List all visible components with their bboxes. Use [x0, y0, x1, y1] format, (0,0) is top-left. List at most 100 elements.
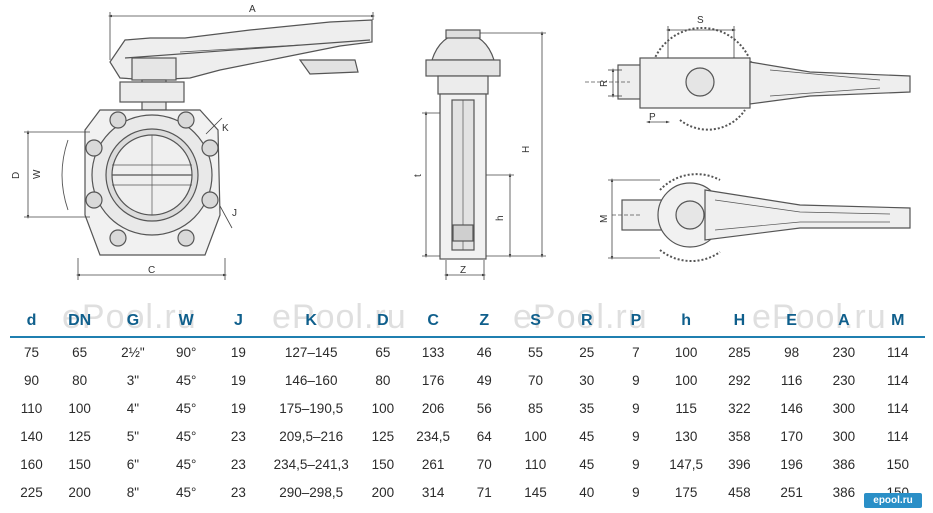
table-cell: 140 — [20, 428, 43, 444]
column-header: h — [659, 305, 713, 338]
table-cell: 100 — [371, 400, 395, 416]
table-cell: 56 — [476, 400, 492, 416]
table-cell: 114 — [886, 372, 909, 388]
table-cell: 7 — [632, 344, 640, 360]
table-cell: 5" — [126, 428, 140, 444]
table-cell: 98 — [784, 344, 800, 360]
column-header: M — [870, 305, 925, 338]
table-cell: 4" — [126, 400, 140, 416]
table-cell: 322 — [728, 400, 751, 416]
column-header: R — [561, 305, 613, 338]
table-cell: 200 — [371, 484, 395, 500]
table-cell: 147,5 — [669, 456, 704, 472]
table-cell: 146–160 — [284, 372, 338, 388]
table-cell: 176 — [421, 372, 445, 388]
table-cell: 23 — [230, 456, 246, 472]
table-cell: 85 — [528, 400, 544, 416]
table-cell: 45 — [579, 428, 595, 444]
table-cell: 8" — [126, 484, 140, 500]
column-header: G — [106, 305, 160, 338]
site-logo: epool.ru — [864, 493, 922, 508]
table-cell: 175–190,5 — [279, 400, 344, 416]
table-cell: 114 — [886, 400, 909, 416]
table-cell: 145 — [524, 484, 547, 500]
table-cell: 386 — [832, 456, 856, 472]
table-cell: 396 — [728, 456, 751, 472]
dim-label-Z: Z — [460, 265, 466, 276]
table-cell: 290–298,5 — [279, 484, 344, 500]
table-cell: 170 — [780, 428, 803, 444]
dim-label-W: W — [32, 169, 43, 179]
column-header: C — [407, 305, 459, 338]
table-cell: 234,5 — [416, 428, 450, 444]
column-header: Z — [458, 305, 510, 338]
table-cell: 125 — [371, 428, 395, 444]
table-cell: 90 — [24, 372, 40, 388]
side-view-dimensions — [422, 31, 546, 280]
table-cell: 35 — [579, 400, 595, 416]
table-cell: 358 — [728, 428, 751, 444]
table-cell: 115 — [675, 400, 697, 416]
column-header: D — [358, 305, 408, 338]
table-cell: 196 — [780, 456, 803, 472]
table-cell: 100 — [674, 344, 698, 360]
table-cell: 225 — [20, 484, 43, 500]
top-view-dimensions — [608, 26, 736, 124]
dim-label-h: h — [495, 215, 506, 221]
column-header: DN — [53, 305, 107, 338]
table-cell: 314 — [421, 484, 445, 500]
table-cell: 130 — [674, 428, 698, 444]
dim-label-R: R — [599, 80, 610, 87]
table-cell: 114 — [886, 344, 909, 360]
table-header-row: d DN G W J K D C Z S R P h H E A M — [10, 305, 925, 338]
table-cell: 285 — [728, 344, 751, 360]
table-cell: 9 — [632, 428, 640, 444]
table-cell: 150 — [68, 456, 91, 472]
valve-drawing-svg: A D W K J C t H h Z — [11, 4, 911, 280]
table-cell: 110 — [524, 456, 547, 472]
table-cell: 30 — [579, 372, 595, 388]
dim-label-S: S — [697, 15, 704, 26]
table-cell: 458 — [728, 484, 751, 500]
table-cell: 110 — [20, 400, 43, 416]
table-cell: 49 — [476, 372, 492, 388]
table-cell: 251 — [780, 484, 803, 500]
table-cell: 40 — [579, 484, 595, 500]
table-cell: 292 — [728, 372, 751, 388]
table-cell: 100 — [68, 400, 91, 416]
table-cell: 45° — [175, 456, 197, 472]
table-cell: 300 — [832, 400, 856, 416]
table-cell: 64 — [476, 428, 492, 444]
table-cell: 300 — [832, 428, 856, 444]
table-cell: 23 — [230, 428, 246, 444]
front-view — [61, 19, 373, 256]
dim-label-H: H — [521, 146, 532, 153]
table-cell: 55 — [528, 344, 544, 360]
table-cell: 45° — [175, 428, 197, 444]
dim-label-P: P — [649, 112, 656, 123]
table-cell: 261 — [421, 456, 445, 472]
dim-label-C: C — [148, 265, 155, 276]
column-header: P — [612, 305, 660, 338]
table-cell: 19 — [230, 372, 246, 388]
table-cell: 234,5–241,3 — [273, 456, 349, 472]
table-cell: 150 — [886, 456, 910, 472]
table-cell: 25 — [579, 344, 595, 360]
column-header: d — [10, 305, 54, 338]
table-cell: 45° — [175, 484, 197, 500]
table-cell: 3" — [126, 372, 140, 388]
table-cell: 19 — [230, 400, 246, 416]
column-header: W — [159, 305, 213, 338]
table-cell: 80 — [375, 372, 391, 388]
table-cell: 116 — [780, 372, 803, 388]
side-view — [425, 29, 501, 260]
table-cell: 9 — [632, 372, 640, 388]
table-cell: 175 — [674, 484, 698, 500]
table-cell: 90° — [175, 344, 197, 360]
